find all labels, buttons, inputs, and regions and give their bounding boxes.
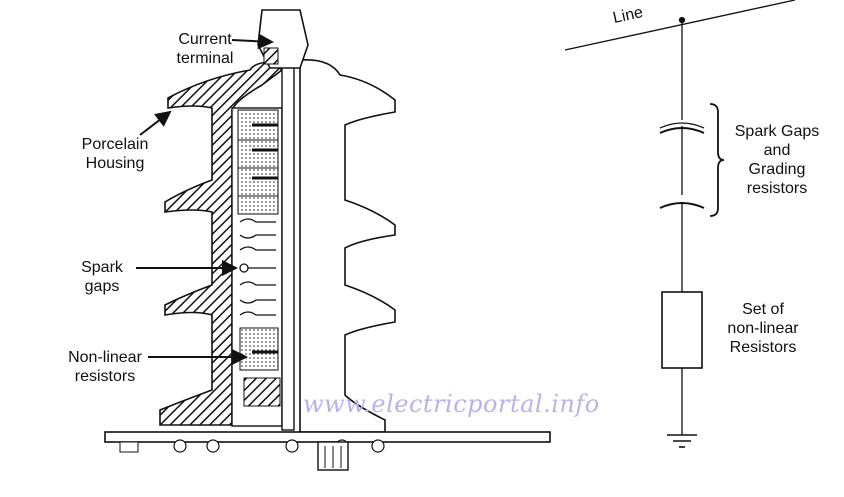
gap-upper-top [659, 122, 705, 129]
base-plate [104, 431, 551, 443]
base-foot [119, 441, 139, 453]
ground-icon [667, 434, 697, 448]
watermark: www.electricportal.info [303, 390, 600, 418]
surge-arrester-section [104, 9, 551, 471]
label-line: terminal [176, 50, 234, 67]
spark-gap-plates [239, 218, 276, 316]
central-rod [281, 59, 295, 431]
label-line: Current [178, 31, 232, 48]
label-set-of-resistors: Set of non-linear Resistors [708, 300, 818, 357]
label-line: resistors [74, 368, 136, 385]
non-linear-resistor-block [239, 327, 281, 407]
label-line: Non-linear [68, 349, 142, 366]
label-line: Set of [742, 301, 784, 318]
brace-icon [709, 103, 725, 217]
label-spark-gaps: Spark gaps [62, 258, 142, 296]
pointer-arrows [136, 33, 274, 365]
label-porcelain-housing: Porcelain Housing [60, 135, 170, 173]
label-spark-gaps-grading: Spark Gaps and Grading resistors [722, 122, 832, 198]
label-line: Housing [85, 155, 145, 172]
label-line: gaps [84, 278, 120, 295]
non-linear-resistor-box [661, 291, 703, 369]
label-line: Porcelain [81, 136, 149, 153]
grading-resistor-stack [237, 109, 279, 215]
arrow-current-terminal [231, 33, 274, 50]
base-bolts [173, 439, 385, 453]
label-line: Spark [81, 259, 123, 276]
porcelain-housing [159, 61, 284, 426]
label-line: Grading [748, 161, 806, 178]
label-line: Resistors [729, 339, 797, 356]
arrow-porcelain-housing [139, 110, 172, 136]
schematic [564, 0, 796, 448]
porcelain-outline-right [299, 58, 396, 433]
label-line: Spark Gaps [734, 123, 820, 140]
line-conductor [564, 0, 796, 51]
label-non-linear-resistors: Non-linear resistors [55, 348, 155, 386]
label-line: resistors [746, 180, 808, 197]
label-line: and [763, 142, 791, 159]
label-current-terminal: Current terminal [150, 30, 260, 68]
label-line: non-linear [727, 320, 799, 337]
